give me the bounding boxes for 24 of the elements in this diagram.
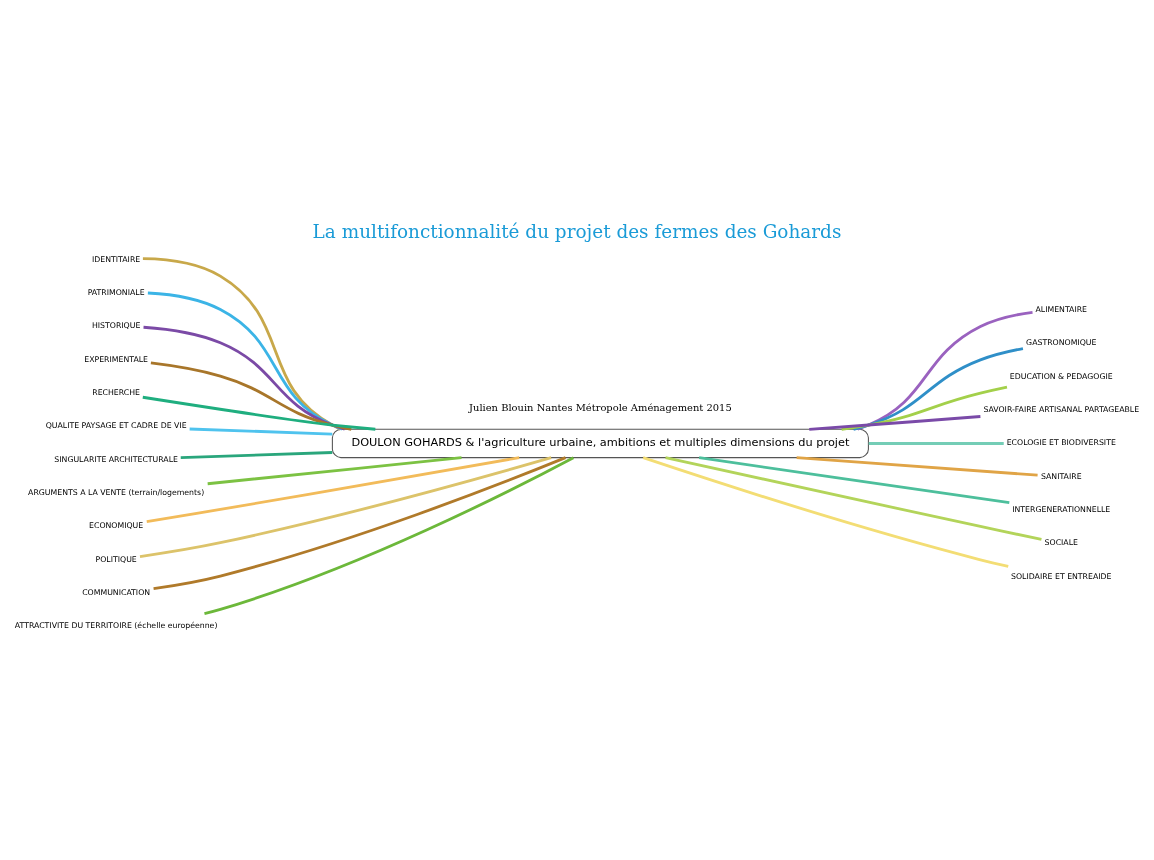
connector xyxy=(796,456,1038,477)
connector xyxy=(180,451,333,460)
connector xyxy=(642,456,1009,568)
connector xyxy=(665,456,1042,541)
connector xyxy=(868,442,1004,445)
diagram-title: La multifonctionnalité du projet des fermes des Gohards xyxy=(312,221,842,243)
connector xyxy=(143,325,346,431)
connector xyxy=(146,456,520,523)
caption: Julien Blouin Nantes Métropole Aménagement 2015 xyxy=(469,402,732,414)
connector xyxy=(142,257,342,431)
connector xyxy=(853,347,1024,431)
connector xyxy=(189,427,333,436)
connector xyxy=(809,415,981,431)
connector xyxy=(204,456,575,615)
connector xyxy=(841,385,1008,431)
connector xyxy=(147,291,343,431)
connector xyxy=(153,456,567,591)
connector xyxy=(139,456,552,558)
connector xyxy=(207,456,462,486)
connector xyxy=(150,361,352,431)
node-box: DOULON GOHARDS & l'agriculture urbaine, ambitions et multiples dimensions du projet xyxy=(331,428,869,459)
connector xyxy=(698,456,1010,505)
connector xyxy=(142,395,376,431)
connector xyxy=(857,310,1033,431)
